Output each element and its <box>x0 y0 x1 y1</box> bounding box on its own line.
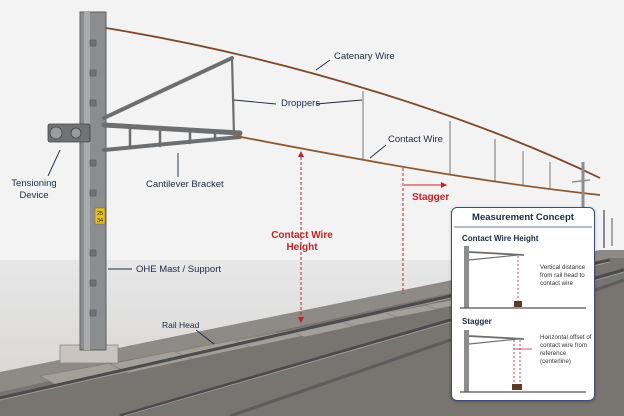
concept-stagger-title: Stagger <box>462 317 492 326</box>
ohe-mast: 25 34 <box>59 11 119 364</box>
label-droppers: Droppers <box>281 98 321 109</box>
cantilever-bracket <box>101 56 243 152</box>
label-tensioning-device: Tensioning Device <box>11 178 57 201</box>
contact-wire <box>235 135 601 196</box>
measurement-concept-panel: Measurement Concept <box>451 207 595 401</box>
label-stagger: Stagger <box>412 192 450 203</box>
leader-lines <box>47 59 387 345</box>
label-contact-wire: Contact Wire <box>388 134 443 145</box>
label-contact-wire-height: Contact Wire Height <box>271 230 333 253</box>
concept-illustrations <box>454 226 592 393</box>
height-sketch <box>460 246 586 309</box>
mast-plate-number-top: 25 <box>97 211 103 217</box>
stagger-indicator <box>402 168 445 294</box>
label-cantilever-bracket: Cantilever Bracket <box>146 179 224 190</box>
label-ohe-mast: OHE Mast / Support <box>136 264 222 275</box>
concept-height-title: Contact Wire Height <box>462 234 539 243</box>
mast-number-plate <box>94 207 106 225</box>
concept-height-desc: Vertical distance from rail head to cont… <box>540 264 586 287</box>
label-catenary-wire: Catenary Wire <box>334 51 395 62</box>
catenary-wire <box>105 27 601 179</box>
label-rail-head: Rail Head <box>162 320 200 330</box>
mast-plate-number-bottom: 34 <box>97 218 103 224</box>
droppers <box>362 91 551 189</box>
concept-stagger-desc: Horizontal offset of contact wire from r… <box>540 334 592 365</box>
stagger-sketch <box>460 330 586 393</box>
tensioning-device <box>47 123 91 143</box>
concept-title: Measurement Concept <box>472 212 574 223</box>
